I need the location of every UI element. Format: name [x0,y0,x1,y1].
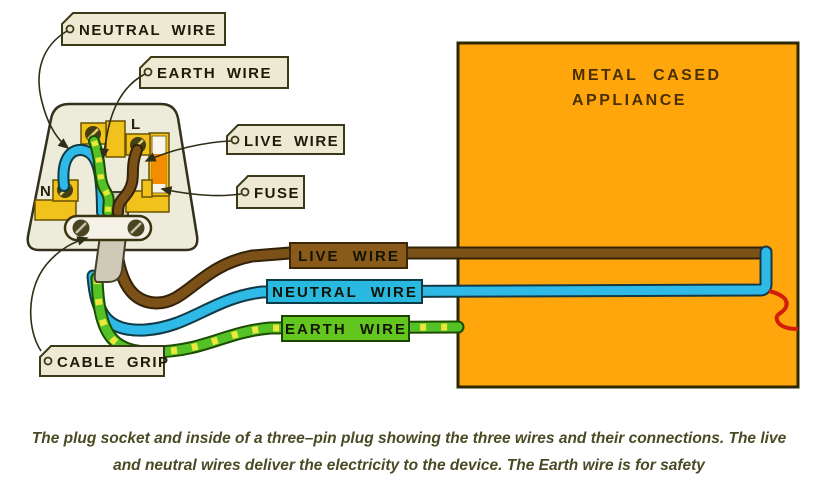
tag-live-shape [226,124,345,155]
tag-fuse-text: FUSE [254,185,300,202]
figure-caption: The plug socket and inside of a three–pi… [0,425,818,479]
tag-neutral-text: NEUTRAL WIRE [79,22,217,39]
live-wire-label-text: LIVE WIRE [298,248,400,265]
tag-neutral-shape [61,12,226,46]
terminal-letter-n: N [40,183,51,200]
earth-wire-label: EARTH WIRE [281,315,410,342]
earth-wire-label-text: EARTH WIRE [285,321,407,338]
tag-neutral-hole [65,24,75,34]
live-wire-label: LIVE WIRE [289,242,408,269]
tag-fuse: FUSE [236,175,305,209]
tag-cable-grip-text: CABLE GRIP [57,354,170,371]
fuse-clip [141,179,153,198]
live-wire-inner [114,146,141,216]
appliance-label-line2: APPLIANCE [572,92,687,109]
tag-live-hole [230,135,240,145]
fuse-band [152,154,166,184]
neutral-terminal: N [34,179,79,221]
tag-cable-grip-shape [39,345,165,377]
grip-screw-slot-right [130,222,142,234]
tag-earth-shape [139,56,289,89]
tag-earth-text: EARTH WIRE [157,65,272,82]
tag-live-wire: LIVE WIRE [226,124,345,155]
live-wire [111,241,768,308]
cable-grip-bar [63,214,153,242]
tag-live-text: LIVE WIRE [244,133,339,150]
tag-earth-wire: EARTH WIRE [139,56,289,89]
terminal-letter-l: L [131,116,140,133]
plug-wiring-svg: METAL CASED APPLIANCE LIVE WIRE NEUTRAL … [26,12,800,389]
earth-wire-inner-stripes [91,139,112,213]
leader-cable-grip [29,236,89,352]
tag-earth-hole [143,67,153,77]
live-wire-label-box [289,242,408,269]
leader-live [144,140,232,162]
tag-cable-grip: CABLE GRIP [39,345,170,377]
grip-screw-slot-left [75,222,87,234]
neutral-wire-label-box [266,279,423,304]
appliance-label-line1: METAL CASED [572,67,722,84]
leader-earth [99,73,146,160]
tag-cable-grip-hole [43,356,53,366]
tag-fuse-shape [236,175,305,209]
neutral-wire-label: NEUTRAL WIRE [266,279,423,304]
tag-fuse-hole [240,187,250,197]
caption-line2: and neutral wires deliver the electricit… [113,457,705,474]
red-wire [768,289,799,331]
earth-wire-label-box [281,315,410,342]
caption-line1: The plug socket and inside of a three–pi… [31,430,787,447]
appliance-box [456,41,800,389]
tag-neutral-wire: NEUTRAL WIRE [61,12,226,46]
neutral-wire-label-text: NEUTRAL WIRE [272,284,418,301]
leader-fuse [160,186,242,197]
leader-neutral [38,30,70,149]
